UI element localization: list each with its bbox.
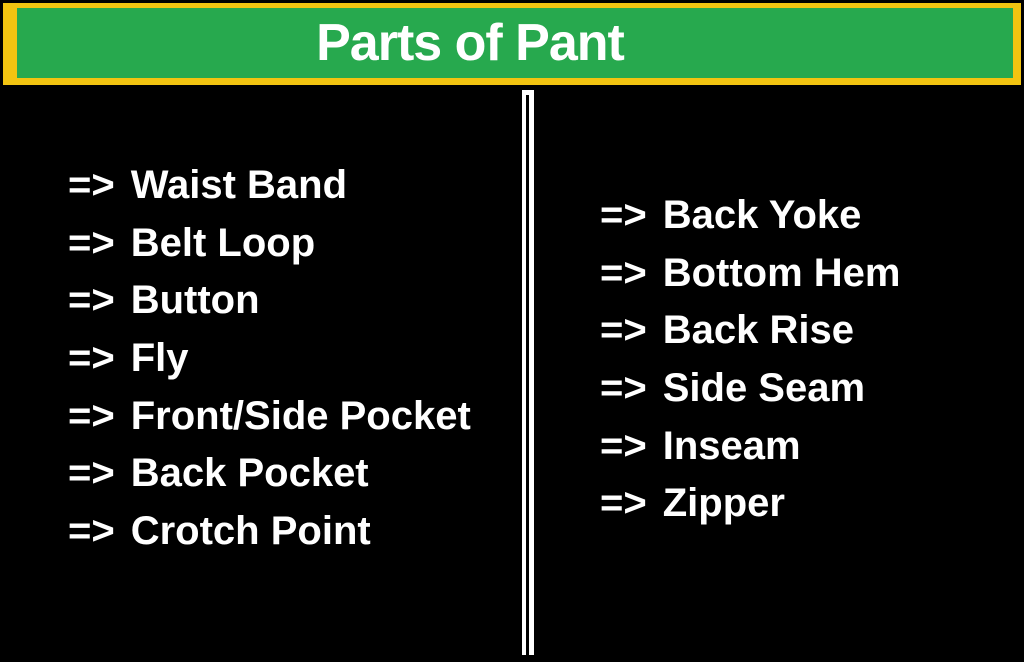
title-banner: Parts of Pant [3, 3, 1021, 85]
arrow-bullet: => [600, 193, 647, 238]
right-parts-list: => Back Yoke => Bottom Hem => Back Rise => Side… [600, 187, 901, 533]
arrow-bullet: => [68, 336, 115, 381]
column-divider [522, 90, 534, 655]
list-item: => Crotch Point [68, 503, 471, 561]
arrow-bullet: => [600, 423, 647, 468]
list-item: => Front/Side Pocket [68, 387, 471, 445]
left-parts-list: => Waist Band => Belt Loop => Button => Fly => Fr… [68, 157, 471, 560]
arrow-bullet: => [600, 366, 647, 411]
list-item: => Belt Loop [68, 215, 471, 273]
list-item: => Bottom Hem [600, 245, 901, 303]
page-title: Parts of Pant [316, 14, 625, 72]
list-item: => Back Pocket [68, 445, 471, 503]
arrow-bullet: => [68, 393, 115, 438]
list-item-label: Crotch Point [130, 508, 371, 553]
list-item-label: Bottom Hem [662, 250, 901, 295]
arrow-bullet: => [68, 278, 115, 323]
list-item: => Waist Band [68, 157, 471, 215]
list-item: => Back Yoke [600, 187, 901, 245]
list-item: => Zipper [600, 475, 901, 533]
column-divider-shadow [526, 95, 529, 655]
arrow-bullet: => [68, 163, 115, 208]
list-item: => Fly [68, 330, 471, 388]
list-item-label: Fly [130, 336, 189, 381]
list-item-label: Belt Loop [130, 220, 316, 265]
arrow-bullet: => [600, 481, 647, 526]
arrow-bullet: => [68, 451, 115, 496]
arrow-bullet: => [600, 308, 647, 353]
arrow-bullet: => [68, 508, 115, 553]
list-item: => Side Seam [600, 360, 901, 418]
list-item-label: Button [130, 278, 260, 323]
list-item-label: Zipper [662, 481, 785, 526]
list-item-label: Side Seam [662, 366, 866, 411]
list-item: => Button [68, 272, 471, 330]
arrow-bullet: => [68, 220, 115, 265]
list-item: => Back Rise [600, 302, 901, 360]
list-item-label: Inseam [662, 423, 801, 468]
list-item-label: Back Pocket [130, 451, 369, 496]
list-item: => Inseam [600, 417, 901, 475]
list-item-label: Waist Band [130, 163, 348, 208]
list-item-label: Back Yoke [662, 193, 862, 238]
arrow-bullet: => [600, 250, 647, 295]
list-item-label: Back Rise [662, 308, 854, 353]
list-item-label: Front/Side Pocket [130, 393, 471, 438]
